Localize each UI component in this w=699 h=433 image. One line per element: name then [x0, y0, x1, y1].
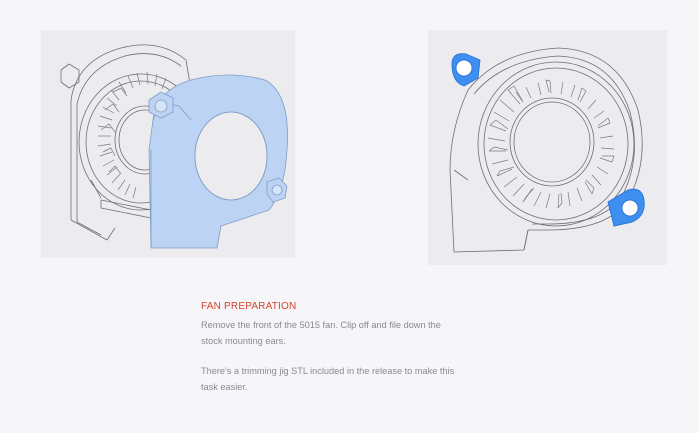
fan-mounting-ears-icon: [449, 47, 645, 253]
fan-mounting-ears-illustration: [428, 30, 667, 265]
fan-front-removed-illustration: [41, 30, 295, 258]
instruction-paragraph-1: Remove the front of the 5015 fan. Clip o…: [201, 320, 441, 346]
fan-preparation-section: FAN PREPARATION Remove the front of the …: [201, 300, 461, 395]
instruction-paragraph-2: There's a trimming jig STL included in t…: [201, 366, 455, 392]
fan-front-removed-icon: [60, 44, 288, 249]
section-title: FAN PREPARATION: [201, 301, 297, 312]
